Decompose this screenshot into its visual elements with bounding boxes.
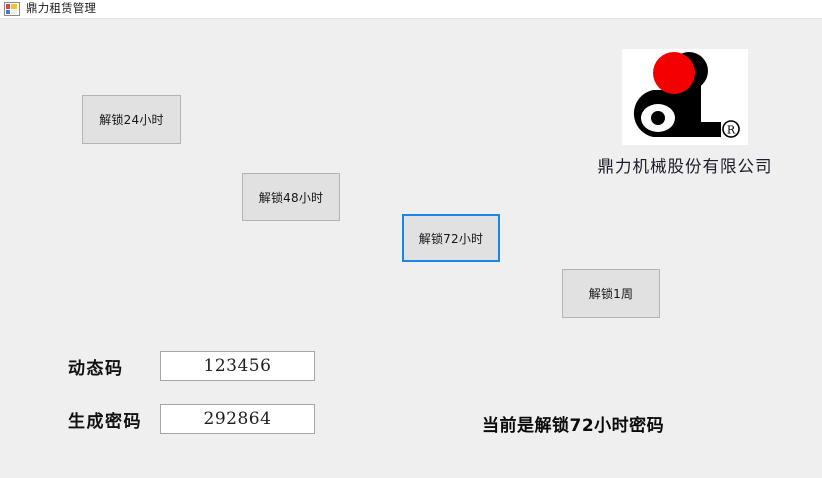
company-logo: R [622,49,748,145]
dynamic-code-input[interactable] [160,351,315,381]
dl-logo-icon: R [622,49,748,145]
status-message: 当前是解锁72小时密码 [482,416,665,436]
unlock-1week-button[interactable]: 解锁1周 [562,269,660,318]
window-title: 鼎力租赁管理 [26,1,97,16]
client-area: 解锁24小时 解锁48小时 解锁72小时 解锁1周 [0,19,822,478]
application-icon [4,2,20,16]
dynamic-code-row: 动态码 [68,351,315,381]
svg-text:R: R [727,124,736,137]
unlock-48h-button[interactable]: 解锁48小时 [242,173,340,221]
generated-code-label: 生成密码 [68,411,142,432]
generated-code-input[interactable] [160,404,315,434]
title-bar: 鼎力租赁管理 [0,0,822,19]
unlock-24h-button[interactable]: 解锁24小时 [82,95,181,144]
dynamic-code-label: 动态码 [68,358,124,379]
branding-block: R 鼎力机械股份有限公司 [565,49,805,177]
registered-trademark-icon: R [722,120,740,138]
generated-code-row: 生成密码 [68,404,315,434]
unlock-72h-button[interactable]: 解锁72小时 [402,214,500,262]
company-name: 鼎力机械股份有限公司 [597,157,773,176]
